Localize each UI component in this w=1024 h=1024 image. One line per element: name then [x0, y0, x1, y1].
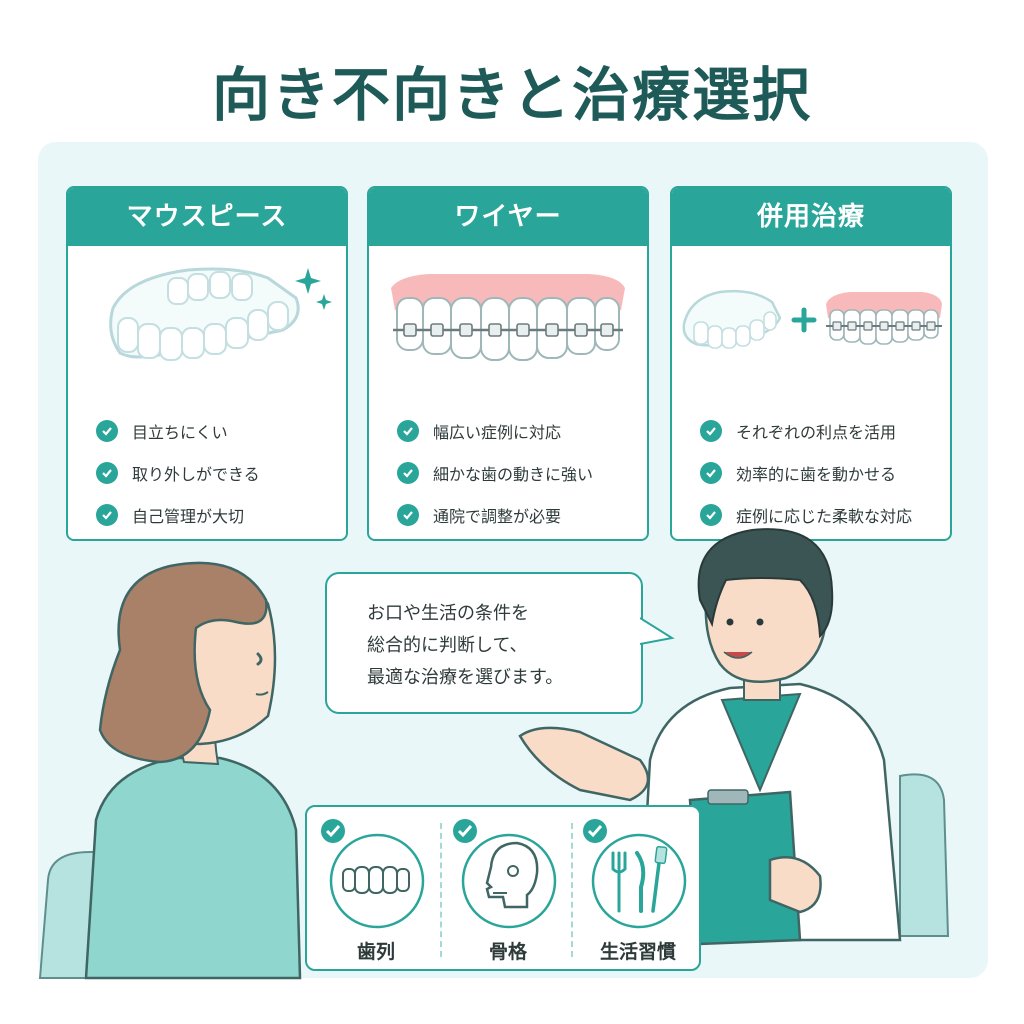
list-item-text: 自己管理が大切 — [132, 507, 245, 526]
factor-label: 骨格 — [488, 941, 527, 963]
list-item: 症例に応じた柔軟な対応 — [700, 494, 912, 536]
dentist-chair-icon — [899, 773, 950, 937]
check-icon — [700, 420, 722, 442]
check-icon — [96, 504, 118, 526]
list-item: 取り外しができる — [96, 452, 260, 494]
card-wire: ワイヤー 幅広い症例に対応 細かな歯の動きに強い 通院で調整が必要 — [367, 186, 649, 541]
utensils-toothbrush-icon — [583, 819, 687, 929]
factor-lifestyle: 生活習慣 — [573, 807, 703, 969]
check-icon — [96, 420, 118, 442]
card-mouthpiece: マウスピース 目立ちにくい 取り外しができる 自己管理が大切 — [66, 186, 348, 541]
speech-line: 最適な治療を選びます。 — [367, 667, 564, 688]
speech-text: お口や生活の条件を 総合的に判断して、 最適な治療を選びます。 — [367, 598, 563, 694]
skull-profile-icon — [453, 819, 557, 929]
card-header: 併用治療 — [672, 188, 950, 246]
check-icon — [700, 504, 722, 526]
list-item-text: 幅広い症例に対応 — [433, 423, 562, 442]
check-icon — [397, 504, 419, 526]
teeth-icon — [321, 819, 425, 929]
list-item: 通院で調整が必要 — [397, 494, 593, 536]
combined-treatment-icon — [682, 289, 942, 349]
list-item: 幅広い症例に対応 — [397, 410, 593, 452]
check-icon — [700, 462, 722, 484]
speech-line: お口や生活の条件を — [367, 603, 529, 624]
factor-label: 生活習慣 — [599, 941, 676, 963]
speech-line: 総合的に判断して、 — [367, 635, 528, 656]
speech-bubble: お口や生活の条件を 総合的に判断して、 最適な治療を選びます。 — [325, 572, 643, 714]
list-item: 細かな歯の動きに強い — [397, 452, 593, 494]
list-item-text: それぞれの利点を活用 — [736, 423, 897, 442]
list-item-text: 症例に応じた柔軟な対応 — [736, 507, 913, 526]
aligner-icon — [109, 267, 332, 361]
list-item-text: 効率的に歯を動かせる — [736, 465, 897, 484]
list-item-text: 目立ちにくい — [132, 423, 228, 442]
factor-label: 歯列 — [356, 941, 395, 963]
patient-figure-icon — [84, 561, 302, 980]
list-item: それぞれの利点を活用 — [700, 410, 912, 452]
divider — [571, 823, 573, 957]
speech-bubble-tail — [640, 617, 675, 645]
list-item-text: 細かな歯の動きに強い — [433, 465, 594, 484]
check-icon — [397, 462, 419, 484]
list-item-text: 取り外しができる — [132, 465, 260, 484]
list-item: 目立ちにくい — [96, 410, 260, 452]
list-item: 自己管理が大切 — [96, 494, 260, 536]
factor-skeleton: 骨格 — [443, 807, 573, 969]
card-header: ワイヤー — [369, 188, 647, 246]
factor-teeth: 歯列 — [311, 807, 441, 969]
card-header: マウスピース — [68, 188, 346, 246]
list-item-text: 通院で調整が必要 — [433, 507, 562, 526]
dentist-figure-icon — [518, 528, 902, 946]
check-icon — [397, 420, 419, 442]
decision-factors-box: 歯列 骨格 生活習慣 — [305, 805, 701, 971]
list-item: 効率的に歯を動かせる — [700, 452, 912, 494]
divider — [440, 823, 442, 957]
page-title: 向き不向きと治療選択 — [211, 61, 812, 129]
check-icon — [96, 462, 118, 484]
braces-teeth-icon — [391, 274, 625, 361]
card-combined: 併用治療 — [670, 186, 952, 541]
